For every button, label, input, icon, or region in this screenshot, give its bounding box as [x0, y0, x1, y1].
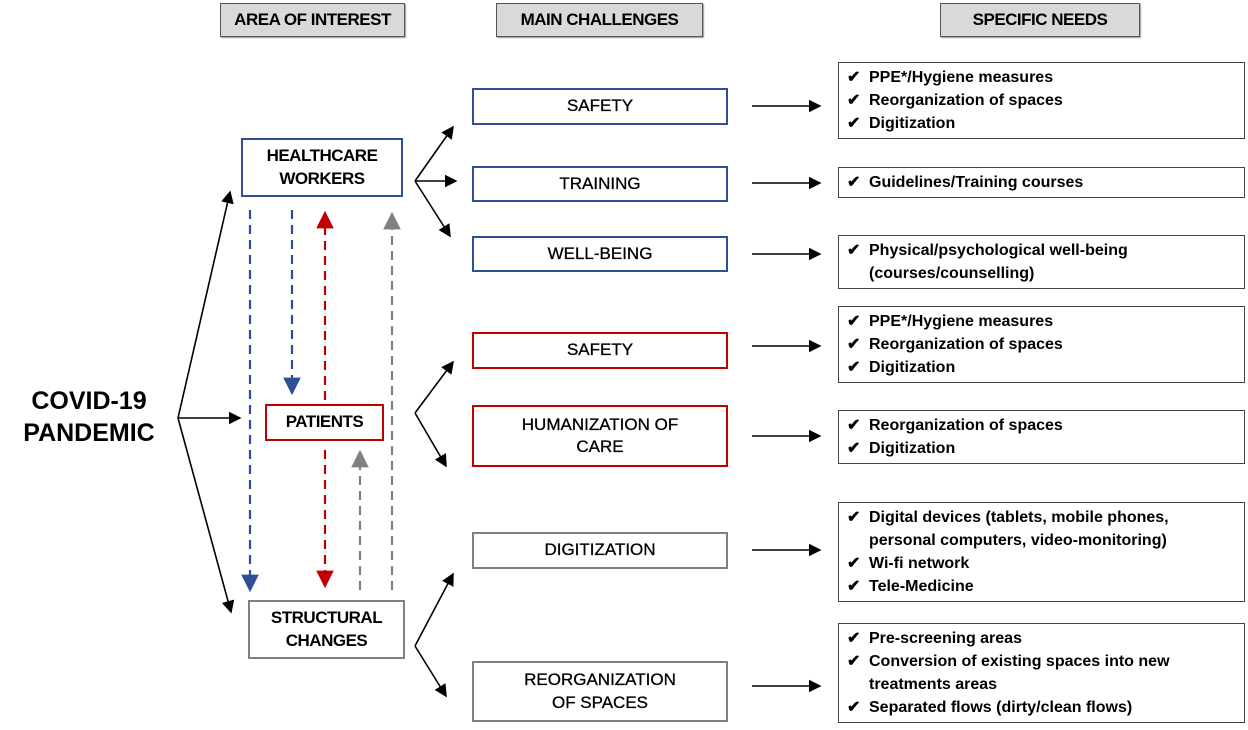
label: HEALTHCARE — [266, 146, 378, 166]
need-text: Pre-screening areas — [869, 630, 1022, 647]
check-icon: ✔ — [847, 699, 861, 716]
check-icon: ✔ — [847, 174, 861, 191]
need-item: ✔ Reorganization of spaces — [847, 89, 1236, 112]
label: STRUCTURAL — [270, 608, 383, 628]
need-text: Digitization — [869, 115, 956, 132]
label: OF SPACES — [551, 692, 649, 712]
need-item: ✔ Pre-screening areas — [847, 627, 1236, 650]
needs-well-being: ✔ Physical/psychological well-being (cour… — [838, 235, 1245, 289]
need-item: ✔ Digitization — [847, 356, 1236, 379]
check-icon: ✔ — [847, 242, 861, 259]
need-item: ✔ Physical/psychological well-being (cour… — [847, 239, 1236, 285]
needs-patient-safety: ✔ PPE*/Hygiene measures ✔ Reorganization of… — [838, 306, 1245, 383]
challenge-patient-safety: SAFETY — [472, 332, 728, 369]
label: REORGANIZATION — [524, 670, 676, 690]
needs-humanization: ✔ Reorganization of spaces ✔ Digitization — [838, 410, 1245, 464]
need-text: Digital devices (tablets, mobile phones,… — [869, 509, 1169, 549]
need-text: Physical/psychological well-being (cours… — [869, 242, 1128, 282]
header-specific-needs: SPECIFIC NEEDS — [940, 3, 1140, 37]
header-main-challenges: MAIN CHALLENGES — [496, 3, 703, 37]
challenge-digitization: DIGITIZATION — [472, 532, 728, 569]
challenge-hcw-safety: SAFETY — [472, 88, 728, 125]
check-icon: ✔ — [847, 417, 861, 434]
need-text: Digitization — [869, 440, 956, 457]
check-icon: ✔ — [847, 440, 861, 457]
need-item: ✔ Tele-Medicine — [847, 575, 1236, 598]
check-icon: ✔ — [847, 69, 861, 86]
label: WORKERS — [279, 168, 365, 188]
root-line1: COVID-19 — [31, 387, 147, 415]
check-icon: ✔ — [847, 653, 861, 670]
check-icon: ✔ — [847, 630, 861, 647]
check-icon: ✔ — [847, 578, 861, 595]
check-icon: ✔ — [847, 509, 861, 526]
needs-reorganization: ✔ Pre-screening areas ✔ Conversion of exist… — [838, 623, 1245, 723]
need-text: Conversion of existing spaces into new t… — [869, 653, 1170, 693]
need-item: ✔ Conversion of existing spaces into new … — [847, 650, 1236, 696]
label: CARE — [576, 437, 624, 456]
need-item: ✔ Reorganization of spaces — [847, 414, 1236, 437]
need-text: PPE*/Hygiene measures — [869, 69, 1054, 86]
need-item: ✔ Digitization — [847, 437, 1236, 460]
need-item: ✔ Digital devices (tablets, mobile phones… — [847, 506, 1236, 552]
need-item: ✔ Separated flows (dirty/clean flows) — [847, 696, 1236, 719]
need-text: PPE*/Hygiene measures — [869, 313, 1054, 330]
need-text: Reorganization of spaces — [869, 336, 1063, 353]
need-item: ✔ Guidelines/Training courses — [847, 171, 1236, 194]
area-patients: PATIENTS — [265, 404, 384, 441]
need-item: ✔ Reorganization of spaces — [847, 333, 1236, 356]
needs-training: ✔ Guidelines/Training courses — [838, 167, 1245, 198]
header-area-of-interest: AREA OF INTEREST — [220, 3, 405, 37]
need-text: Reorganization of spaces — [869, 92, 1063, 109]
check-icon: ✔ — [847, 313, 861, 330]
need-text: Digitization — [869, 359, 956, 376]
check-icon: ✔ — [847, 336, 861, 353]
need-item: ✔ PPE*/Hygiene measures — [847, 66, 1236, 89]
need-item: ✔ Wi-fi network — [847, 552, 1236, 575]
needs-hcw-safety: ✔ PPE*/Hygiene measures ✔ Reorganization of… — [838, 62, 1245, 139]
check-icon: ✔ — [847, 359, 861, 376]
need-text: Guidelines/Training courses — [869, 174, 1084, 191]
need-item: ✔ PPE*/Hygiene measures — [847, 310, 1236, 333]
root-line2: PANDEMIC — [23, 419, 155, 447]
needs-digitization: ✔ Digital devices (tablets, mobile phones… — [838, 502, 1245, 602]
label: CHANGES — [285, 630, 368, 650]
need-text: Reorganization of spaces — [869, 417, 1063, 434]
challenge-well-being: WELL-BEING — [472, 236, 728, 272]
challenge-training: TRAINING — [472, 166, 728, 202]
check-icon: ✔ — [847, 555, 861, 572]
check-icon: ✔ — [847, 92, 861, 109]
need-text: Wi-fi network — [869, 555, 970, 572]
need-text: Separated flows (dirty/clean flows) — [869, 699, 1133, 716]
need-text: Tele-Medicine — [869, 578, 974, 595]
challenge-humanization-of-care: HUMANIZATION OF CARE — [472, 405, 728, 467]
label: HUMANIZATION OF — [521, 414, 679, 434]
need-item: ✔ Digitization — [847, 112, 1236, 135]
check-icon: ✔ — [847, 115, 861, 132]
